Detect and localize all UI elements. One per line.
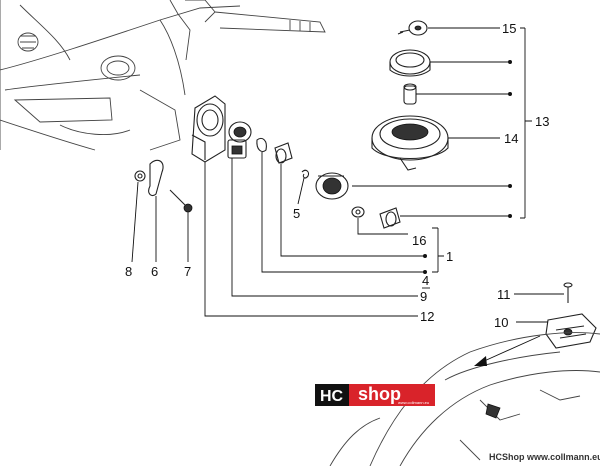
callout-12: 12 xyxy=(420,309,434,324)
callout-14: 14 xyxy=(504,131,518,146)
bracket-screw-nut xyxy=(134,159,193,213)
logo-hc-text: HC xyxy=(320,388,344,405)
callout-8: 8 xyxy=(125,264,132,279)
footer-watermark: HCShop www.collmann.eu xyxy=(489,452,600,462)
callout-11: 11 xyxy=(497,287,511,302)
lock-cap-ring xyxy=(315,172,349,200)
clip-part xyxy=(256,137,267,153)
callout-16: 16 xyxy=(412,233,426,248)
fuel-cap xyxy=(389,49,431,77)
pin-cylinder xyxy=(274,142,293,164)
callout-1: 1 xyxy=(446,249,453,264)
bracket-screw xyxy=(563,282,573,303)
spring-part xyxy=(301,169,310,179)
leader-lines xyxy=(131,27,564,323)
callout-10: 10 xyxy=(494,315,508,330)
hcshop-logo: HC shop www.collmann.eu xyxy=(315,384,435,406)
callout-7: 7 xyxy=(184,264,191,279)
callout-6: 6 xyxy=(151,264,158,279)
mounting-bracket xyxy=(545,313,597,349)
callout-13: 13 xyxy=(535,114,549,129)
logo-shop-text: shop xyxy=(358,384,401,404)
callout-4: 4 xyxy=(422,273,429,288)
scooter-front-sketch xyxy=(0,0,326,151)
callout-5: 5 xyxy=(293,206,300,221)
ignition-switch-housing xyxy=(191,95,226,163)
callout-labels: 15 13 14 5 16 1 4 9 12 8 6 7 11 10 xyxy=(125,21,549,330)
logo-tagline: www.collmann.eu xyxy=(398,400,429,405)
callout-15: 15 xyxy=(502,21,516,36)
washer-and-sleeve xyxy=(351,206,401,229)
cap-sleeve xyxy=(403,83,417,105)
location-arrow xyxy=(474,335,541,366)
scooter-rear-sketch xyxy=(329,332,600,466)
leader-dots xyxy=(423,60,512,274)
lock-barrel xyxy=(227,121,252,159)
fuel-filler-ring xyxy=(371,115,449,171)
callout-9: 9 xyxy=(420,289,427,304)
key-part xyxy=(397,20,428,36)
